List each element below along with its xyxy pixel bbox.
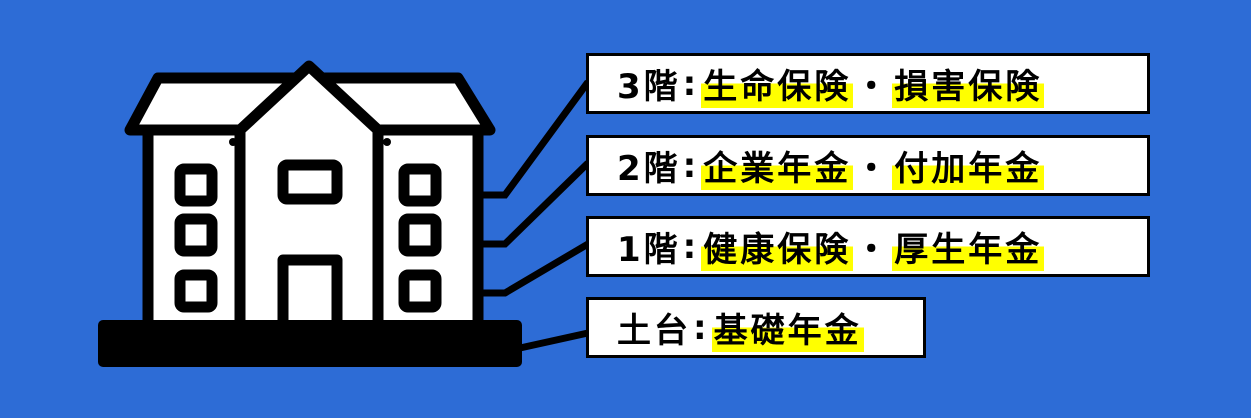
item-additional-pension: 付加年金 xyxy=(892,141,1045,190)
floor-label: 1階 xyxy=(617,230,681,270)
separator: : xyxy=(682,226,700,267)
connector-lines xyxy=(478,79,591,352)
connector-line-1f xyxy=(478,240,590,297)
item-basic-pension: 基礎年金 xyxy=(711,303,864,352)
item-corporate-pension: 企業年金 xyxy=(701,141,854,190)
dot-separator: ・ xyxy=(854,67,892,107)
label-foundation: 土台:基礎年金 xyxy=(586,297,926,358)
connector-line-foundation xyxy=(519,329,589,352)
floor-label: 土台 xyxy=(617,311,691,351)
separator: : xyxy=(682,145,700,186)
item-life-insurance: 生命保険 xyxy=(701,59,854,108)
label-2nd-floor: 2階:企業年金・付加年金 xyxy=(586,135,1150,196)
separator: : xyxy=(693,307,710,348)
house-icon xyxy=(124,60,496,336)
item-property-insurance: 損害保険 xyxy=(892,59,1045,108)
item-health-insurance: 健康保険 xyxy=(701,222,854,271)
foundation-slab xyxy=(98,320,522,367)
dot-separator: ・ xyxy=(854,149,892,189)
floor-label: 3階 xyxy=(617,67,681,107)
connector-line-3f xyxy=(478,79,591,199)
label-3rd-floor: 3階:生命保険・損害保険 xyxy=(586,53,1150,114)
separator: : xyxy=(682,63,700,104)
item-employee-pension: 厚生年金 xyxy=(892,222,1045,271)
dot-separator: ・ xyxy=(854,230,892,270)
floor-label: 2階 xyxy=(617,149,681,189)
connector-line-2f xyxy=(478,160,591,248)
label-1st-floor: 1階:健康保険・厚生年金 xyxy=(586,216,1150,277)
